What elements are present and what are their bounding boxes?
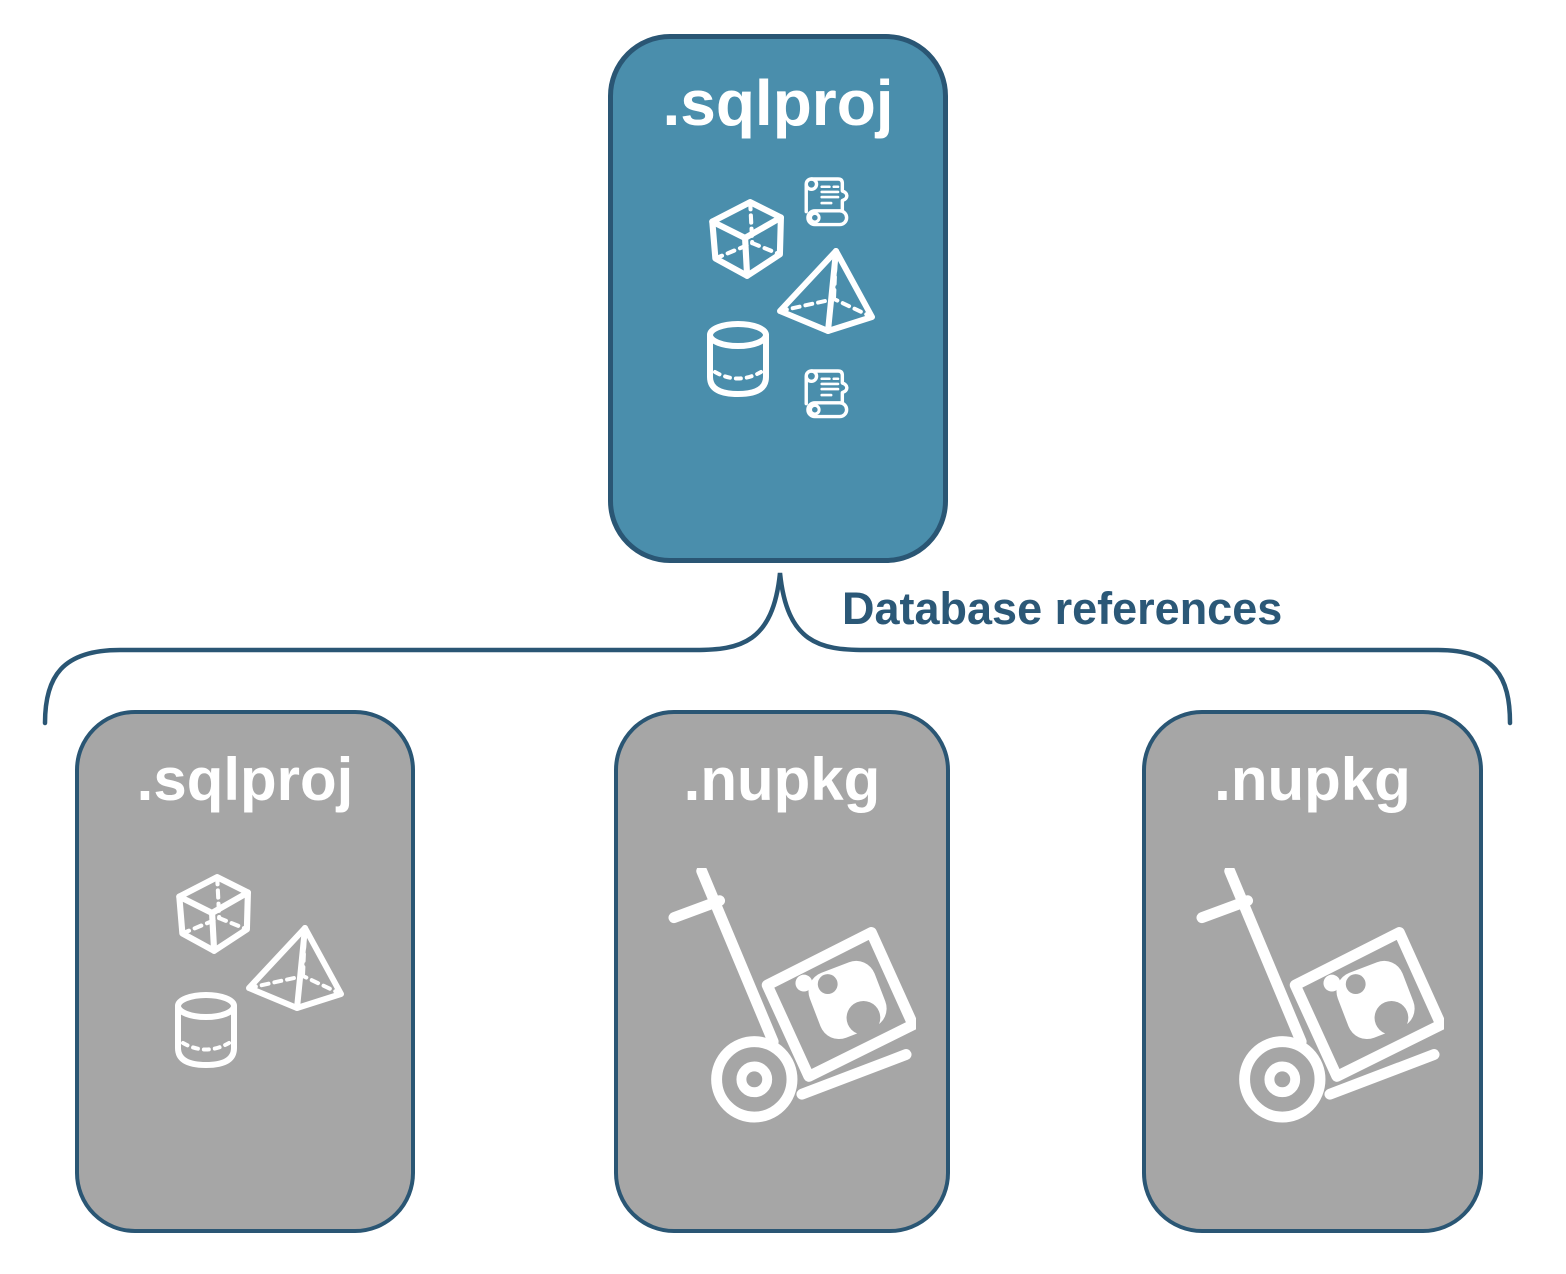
node-nupkg-2: .nupkg <box>1142 710 1483 1233</box>
package-dolly-icon <box>1196 868 1444 1124</box>
pyramid-icon <box>775 245 877 335</box>
node-sqlproj-child: .sqlproj <box>75 710 415 1233</box>
brace-connector <box>42 572 1513 726</box>
cube-icon <box>699 197 785 281</box>
package-dolly-icon <box>668 868 916 1124</box>
connector-label: Database references <box>842 583 1283 634</box>
node-sqlproj-root: .sqlproj <box>608 34 948 563</box>
node-nupkg-1: .nupkg <box>614 710 950 1233</box>
cube-icon <box>166 872 252 956</box>
pyramid-icon <box>244 922 346 1012</box>
scroll-icon <box>800 365 852 420</box>
cylinder-icon <box>704 321 772 399</box>
child-node-title: .nupkg <box>1214 746 1411 813</box>
child-node-title: .nupkg <box>683 746 881 813</box>
child-node-title: .sqlproj <box>136 746 354 813</box>
root-node-title: .sqlproj <box>662 67 894 139</box>
cylinder-icon <box>172 992 240 1070</box>
scroll-icon <box>800 173 852 228</box>
